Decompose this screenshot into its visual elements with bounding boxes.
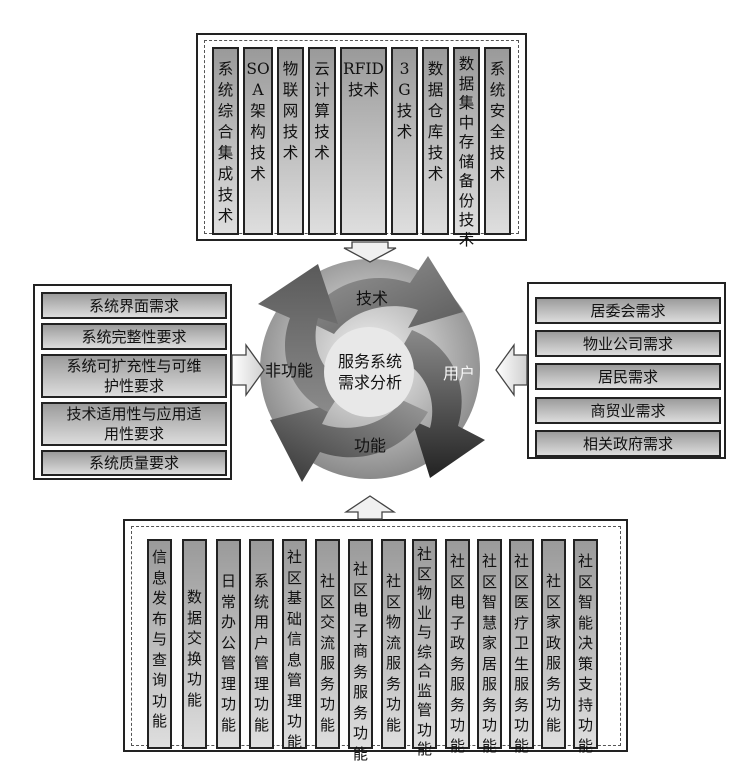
tech-item-soa: SOA架构技术: [243, 47, 273, 235]
tech-item-label: 系统安全技术: [489, 60, 506, 183]
nonfunctional-item-label: 系统界面需求: [88, 296, 179, 315]
arrow-from-nonfunctional: [231, 342, 265, 398]
user-item: 居委会需求: [535, 297, 721, 324]
func-item-label: 社区电子政务服务功能: [449, 552, 465, 755]
cycle-arrow-top: [305, 256, 463, 334]
nonfunctional-item-label: 技术适用性与应用适用性要求: [66, 405, 202, 443]
nonfunctional-item: 技术适用性与应用适用性要求: [41, 402, 227, 446]
tech-item-cloud: 云计算技术: [308, 47, 336, 235]
user-item-label: 居民需求: [597, 367, 658, 386]
cycle-arrow-left: [258, 264, 346, 412]
tech-item-3g: 3G技术: [391, 47, 418, 235]
cycle-label-nonfunctional: 非功能: [265, 361, 314, 380]
nonfunctional-item: 系统质量要求: [41, 450, 227, 476]
center-title: 服务系统 需求分析: [334, 351, 406, 393]
func-item: 社区智能决策支持功能: [573, 539, 598, 755]
func-item-label: 社区电子商务服务功能: [352, 560, 368, 763]
func-item: 数据交换功能: [182, 539, 207, 749]
cycle-arrow-bottom: [270, 400, 428, 482]
func-item: 社区智慧家居服务功能: [477, 539, 502, 755]
func-item-label: 社区交流服务功能: [319, 572, 335, 734]
func-item: 信息发布与查询功能: [147, 539, 172, 749]
arrow-from-users: [495, 342, 528, 398]
func-item-label: 数据交换功能: [186, 588, 202, 709]
user-item-label: 物业公司需求: [582, 334, 673, 353]
tech-item-rfid: RFID技术: [340, 47, 387, 235]
center-circle: [324, 327, 414, 417]
cycle-label-technology: 技术: [356, 289, 389, 308]
user-item: 相关政府需求: [535, 430, 721, 457]
user-item: 居民需求: [535, 363, 721, 390]
nonfunctional-item: 系统可扩充性与可维护性要求: [41, 354, 227, 398]
user-group: 居委会需求 物业公司需求 居民需求 商贸业需求 相关政府需求: [527, 282, 726, 459]
nonfunctional-group: 系统界面需求 系统完整性要求 系统可扩充性与可维护性要求 技术适用性与应用适用性…: [33, 284, 232, 480]
tech-item-label: 数据仓库技术: [427, 60, 444, 183]
nonfunctional-item-label: 系统质量要求: [88, 454, 179, 472]
func-item: 社区家政服务功能: [541, 539, 566, 749]
functional-group: 信息发布与查询功能 数据交换功能 日常办公管理功能 系统用户管理功能 社区基础信…: [123, 519, 628, 763]
center-title-line1: 服务系统: [337, 352, 402, 371]
user-item-label: 相关政府需求: [582, 434, 673, 453]
tech-item-label: 系统综合集成技术: [217, 60, 234, 225]
tech-item-storage-backup: 数据集中存储备份技术: [453, 47, 480, 249]
tech-item-iot: 物联网技术: [277, 47, 304, 235]
tech-item-label: RFID技术: [343, 60, 384, 99]
func-item-label: 社区物流服务功能: [385, 572, 401, 734]
tech-item-label: 3G技术: [396, 60, 413, 141]
func-item-label: 社区家政服务功能: [545, 572, 561, 734]
arrow-from-functional: [343, 495, 397, 520]
technology-group: 系统综合集成技术 SOA架构技术 物联网技术 云计算技术 RFID技术 3G技术…: [196, 33, 527, 249]
tech-item-label: SOA架构技术: [246, 60, 270, 183]
func-item: 社区医疗卫生服务功能: [509, 539, 534, 755]
func-item: 社区物流服务功能: [381, 539, 406, 749]
func-item: 系统用户管理功能: [249, 539, 274, 749]
func-item: 日常办公管理功能: [216, 539, 241, 749]
center-title-line2: 需求分析: [337, 373, 402, 392]
nonfunctional-item-label: 系统完整性要求: [81, 327, 187, 346]
func-item-label: 日常办公管理功能: [220, 572, 236, 734]
func-item-label: 社区基础信息管理功能: [286, 548, 302, 751]
user-item: 商贸业需求: [535, 397, 721, 424]
tech-item-label: 数据集中存储备份技术: [458, 55, 475, 249]
arrow-from-technology: [343, 241, 397, 263]
tech-item-label: 物联网技术: [282, 60, 299, 162]
func-item: 社区交流服务功能: [315, 539, 340, 749]
tech-item-integration: 系统综合集成技术: [212, 47, 239, 235]
func-item-label: 社区智慧家居服务功能: [481, 552, 497, 755]
functional-group-dashed-frame: [131, 526, 621, 746]
tech-item-security: 系统安全技术: [484, 47, 511, 235]
func-item: 社区物业与综合监管功能: [412, 539, 437, 758]
nonfunctional-item: 系统完整性要求: [41, 323, 227, 350]
tech-item-label: 云计算技术: [314, 60, 330, 162]
func-item: 社区电子商务服务功能: [348, 539, 373, 763]
cycle-label-functional: 功能: [354, 436, 387, 455]
cycle-arrow-right: [396, 330, 485, 478]
func-item: 社区电子政务服务功能: [445, 539, 470, 755]
user-item-label: 居委会需求: [590, 301, 666, 320]
func-item-label: 信息发布与查询功能: [151, 548, 167, 730]
func-item-label: 社区智能决策支持功能: [577, 552, 593, 755]
nonfunctional-item-label: 系统可扩充性与可维护性要求: [66, 357, 202, 395]
func-item-label: 系统用户管理功能: [253, 572, 269, 734]
func-item-label: 社区医疗卫生服务功能: [513, 552, 529, 755]
cycle-label-users: 用户: [443, 364, 476, 383]
user-item: 物业公司需求: [535, 330, 721, 357]
user-item-label: 商贸业需求: [590, 401, 666, 420]
nonfunctional-item: 系统界面需求: [41, 292, 227, 319]
func-item: 社区基础信息管理功能: [282, 539, 307, 751]
func-item-label: 社区物业与综合监管功能: [416, 545, 432, 758]
tech-item-data-warehouse: 数据仓库技术: [422, 47, 449, 235]
